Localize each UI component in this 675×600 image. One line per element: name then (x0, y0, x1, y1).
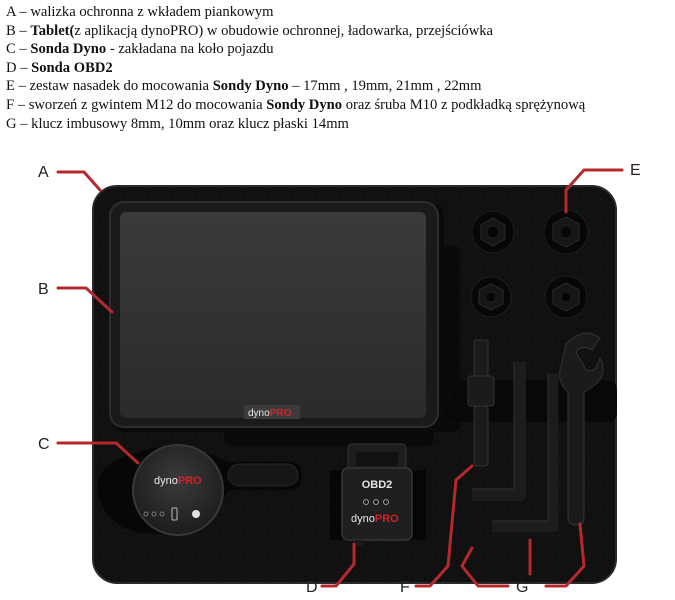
leader-lines (56, 168, 624, 588)
legend-bold-text: Tablet (30, 22, 70, 39)
tablet-logo: dynoPRO (248, 408, 292, 419)
legend-letter: C (6, 41, 16, 58)
legend-item-d: D – Sonda OBD2 (6, 59, 113, 76)
legend-bold-text: Sondy Dyno (266, 96, 343, 113)
legend-text: - zakładana na koło pojazdu (106, 41, 274, 58)
tablet-screen (120, 212, 426, 418)
legend-text: – 17mm , 19mm, 21mm , 22mm (288, 78, 482, 95)
socket-set (470, 209, 589, 319)
callout-c: C (38, 436, 50, 453)
legend-item-b: B – Tablet(z aplikacją dynoPRO) w obudow… (6, 22, 494, 39)
legend-item-c: C – Sonda Dyno - zakładana na koło pojaz… (6, 41, 274, 58)
legend-letter: A (6, 4, 16, 20)
legend-bold-text: Sonda Dyno (30, 41, 107, 58)
legend-bold-text: Sondy Dyno (212, 78, 289, 95)
legend-letter: D (6, 59, 17, 76)
socket-17mm (471, 210, 515, 254)
socket-19mm (543, 209, 589, 255)
callout-b: B (38, 281, 49, 298)
leader-f (414, 464, 474, 588)
leader-d (320, 542, 356, 588)
allen-key-10mm (472, 362, 526, 501)
probe-led-1 (143, 511, 149, 517)
probe-led-2 (151, 511, 157, 517)
leader-e (564, 168, 624, 214)
legend-bold-text: ( (69, 22, 75, 39)
legend-item-f: F – sworzeń z gwintem M12 do mocowania S… (6, 96, 586, 113)
probe-handle (227, 463, 299, 487)
legend-text: zestaw nasadek do mocowania (29, 78, 213, 95)
callout-f: F (400, 579, 410, 596)
callout-d: D (306, 579, 318, 596)
legend-item-e: E – zestaw nasadek do mocowania Sondy Dy… (6, 78, 482, 95)
legend-letter: E (6, 78, 15, 95)
callout-a: A (38, 164, 49, 181)
leader-a (56, 170, 102, 192)
probe-led-3 (159, 511, 165, 517)
socket-22mm (544, 275, 588, 319)
legend-text: z aplikacją dynoPRO) w obudowie ochronne… (74, 22, 494, 39)
leader-g-right (544, 522, 586, 588)
allen-key-8mm (492, 374, 559, 533)
probe-usb-port (171, 507, 178, 521)
legend-letter: B (6, 22, 16, 39)
legend-text: sworzeń z gwintem M12 do mocowania (28, 96, 267, 113)
leader-c (56, 441, 140, 465)
obd-logo: dynoPRO (351, 513, 399, 525)
legend-item-a: A – walizka ochronna z wkładem piankowym (6, 4, 274, 20)
legend-text: walizka ochronna z wkładem piankowym (30, 4, 274, 20)
legend-bold-text: Sonda OBD2 (31, 59, 113, 76)
legend-text: klucz imbusowy 8mm, 10mm oraz klucz płas… (31, 115, 349, 132)
leader-g-left (460, 546, 510, 588)
probe-power-button (192, 510, 200, 518)
flat-wrench-14mm (559, 332, 604, 526)
legend-letter: F (6, 96, 15, 113)
callout-g: G (516, 579, 528, 596)
callout-e: E (630, 162, 641, 179)
obd-status-icons (363, 499, 389, 505)
legend-item-g: G – klucz imbusowy 8mm, 10mm oraz klucz … (6, 115, 349, 132)
socket-21mm (470, 276, 512, 318)
legend-letter: G (6, 115, 17, 132)
legend-text: oraz śruba M10 z podkładką sprężynową (342, 96, 586, 113)
bolt-stud (467, 339, 495, 467)
dyno-probe (132, 444, 224, 536)
leader-b (56, 286, 114, 314)
legend: A – walizka ochronna z wkładem piankowym… (6, 3, 671, 133)
obd-title: OBD2 (362, 479, 393, 491)
probe-logo: dynoPRO (154, 475, 202, 487)
